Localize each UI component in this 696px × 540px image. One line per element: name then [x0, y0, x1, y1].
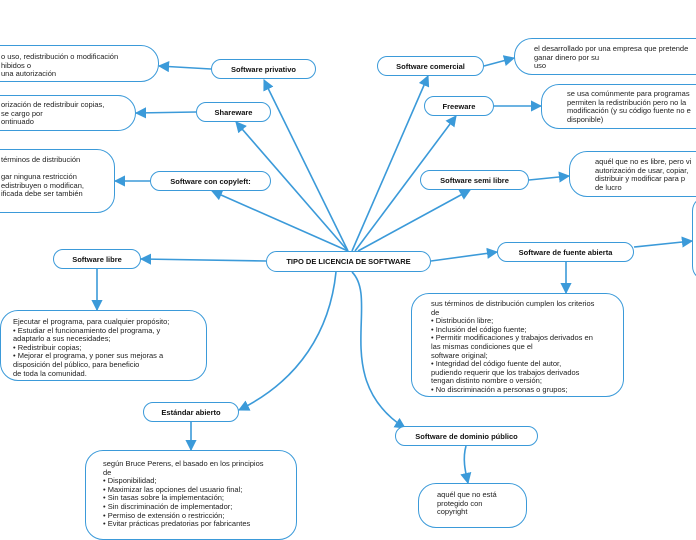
- edge-central-fuente: [430, 247, 499, 262]
- note-software-copyleft: términos de distribución gar ninguna res…: [0, 149, 115, 213]
- central-topic[interactable]: TIPO DE LICENCIA DE SOFTWARE: [266, 251, 431, 272]
- branch-software-libre[interactable]: Software libre: [53, 249, 141, 269]
- note-text: aquél que no es libre, pero vi autorizac…: [595, 157, 692, 192]
- note-text: aquél que no está protegido con copyrigh…: [437, 490, 497, 517]
- note-software-semi-libre: aquél que no es libre, pero vi autorizac…: [569, 151, 696, 197]
- edge-central-estandar: [237, 271, 337, 411]
- edge-central-privativo: [263, 78, 349, 252]
- branch-software-privativo[interactable]: Software privativo: [211, 59, 316, 79]
- note-text: orización de redistribuir copias, se car…: [1, 100, 105, 127]
- note-text: Ejecutar el programa, para cualquier pro…: [13, 317, 170, 378]
- note-text: términos de distribución gar ninguna res…: [1, 155, 84, 199]
- edge-semilibre-note: [528, 171, 571, 183]
- edge-central-copyleft: [210, 189, 349, 252]
- note-text: se usa comúnmente para programas permite…: [567, 89, 691, 124]
- connector-lines: [91, 55, 694, 485]
- note-estandar-abierto: según Bruce Perens, el basado en los pri…: [85, 450, 297, 540]
- branch-shareware[interactable]: Shareware: [196, 102, 271, 122]
- note-software-fuente-abierta: sus términos de distribución cumplen los…: [411, 293, 624, 397]
- edge-central-freeware: [354, 115, 457, 252]
- note-software-libre: Ejecutar el programa, para cualquier pro…: [0, 310, 207, 381]
- branch-software-comercial[interactable]: Software comercial: [377, 56, 484, 76]
- branch-software-semi-libre[interactable]: Software semi libre: [420, 170, 529, 190]
- note-software-privativo: o uso, redistribución o modificación hib…: [0, 45, 159, 82]
- note-side-partial: [692, 196, 696, 281]
- branch-software-dominio-publico[interactable]: Software de dominio público: [395, 426, 538, 446]
- note-software-comercial: el desarrollado por una empresa que pret…: [514, 38, 696, 75]
- branch-software-copyleft[interactable]: Software con copyleft:: [150, 171, 271, 191]
- branch-software-fuente-abierta[interactable]: Software de fuente abierta: [497, 242, 634, 262]
- edge-central-shareware: [235, 121, 349, 252]
- note-text: sus términos de distribución cumplen los…: [431, 299, 595, 394]
- note-freeware: se usa comúnmente para programas permite…: [541, 84, 696, 129]
- edge-fuente-side: [633, 236, 694, 248]
- edge-central-comercial: [351, 74, 430, 252]
- branch-freeware[interactable]: Freeware: [424, 96, 494, 116]
- edge-comercial-note: [483, 55, 516, 67]
- note-text: según Bruce Perens, el basado en los pri…: [103, 459, 264, 529]
- branch-estandar-abierto[interactable]: Estándar abierto: [143, 402, 239, 422]
- edge-central-libre: [139, 253, 267, 265]
- edge-privativo-note: [157, 60, 212, 73]
- note-software-dominio-publico: aquél que no está protegido con copyrigh…: [418, 483, 527, 528]
- note-text: o uso, redistribución o modificación hib…: [1, 52, 119, 79]
- edge-central-semilibre: [357, 189, 471, 252]
- edge-central-dominio: [351, 271, 406, 429]
- note-shareware: orización de redistribuir copias, se car…: [0, 95, 136, 131]
- edge-dominio-note: [460, 445, 472, 485]
- edge-shareware-note: [134, 107, 197, 119]
- note-text: el desarrollado por una empresa que pret…: [534, 44, 689, 71]
